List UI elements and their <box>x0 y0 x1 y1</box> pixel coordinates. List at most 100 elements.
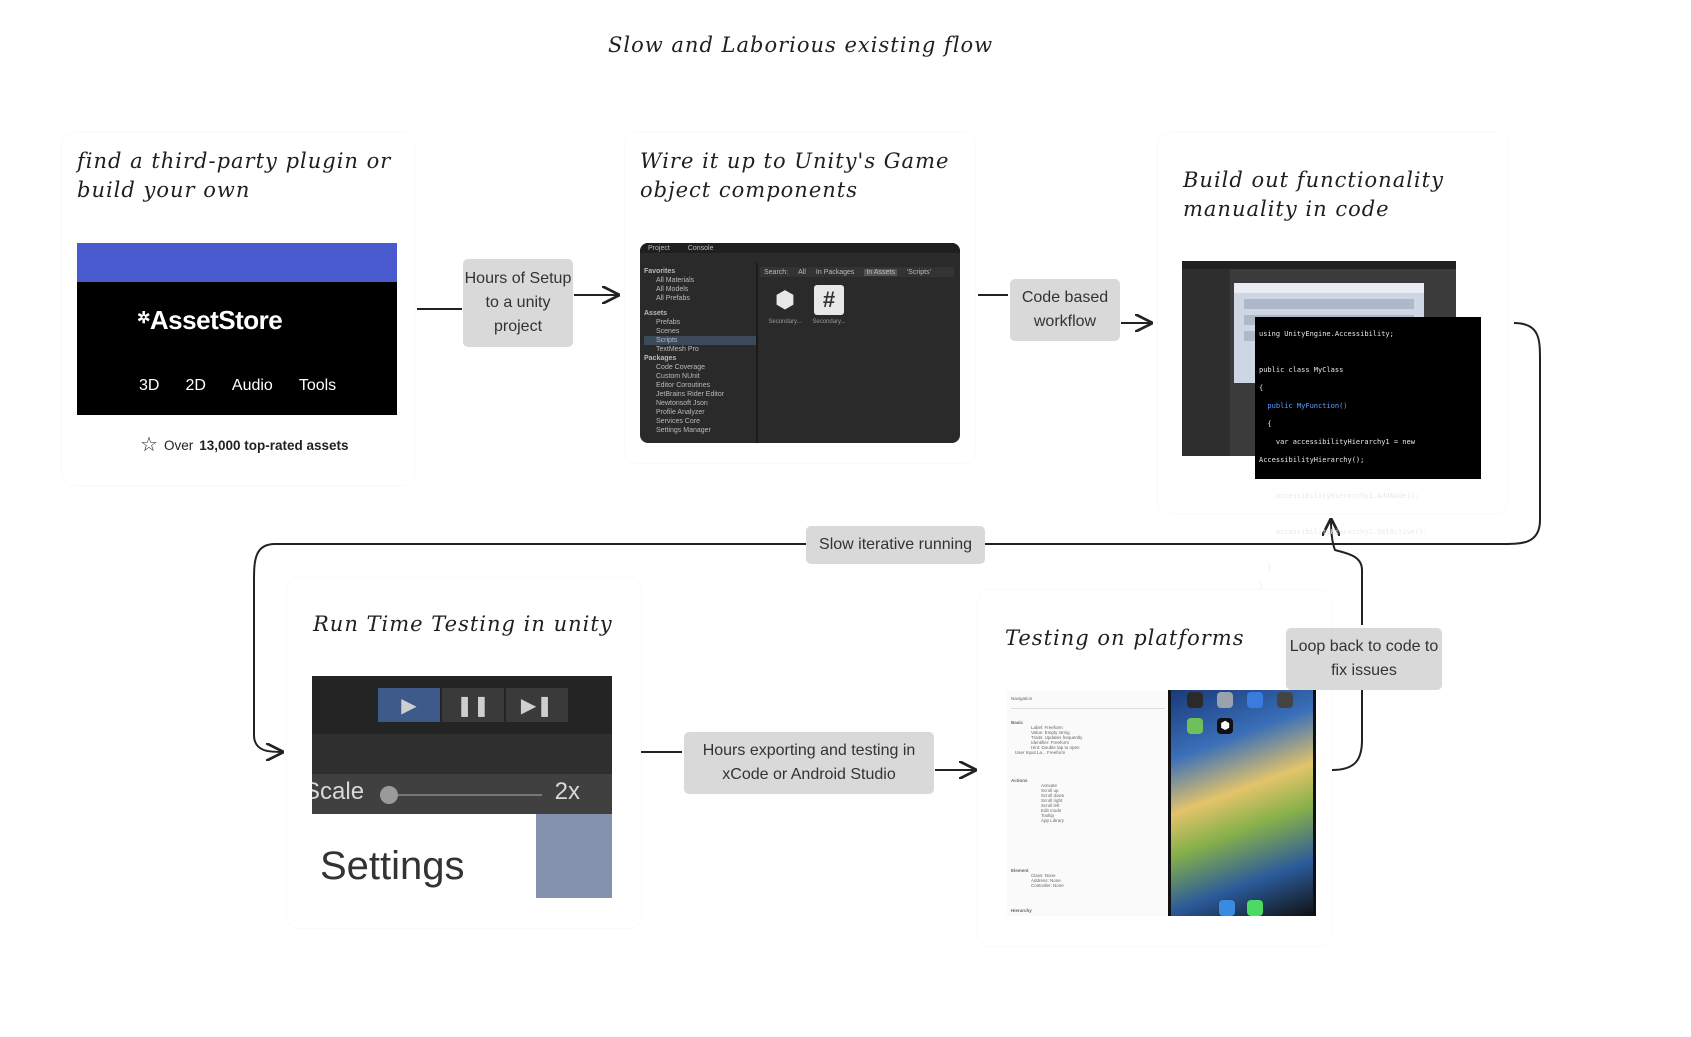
step-icon[interactable]: ▶❚ <box>506 688 568 722</box>
code-text: public MyFunction() <box>1259 402 1348 410</box>
code-line: ​ <box>1259 510 1481 519</box>
section-title: Hierarchy <box>1011 908 1032 913</box>
step-heading-runtime: Run Time Testing in unity <box>313 610 633 639</box>
tree-item[interactable]: Packages <box>644 354 756 363</box>
tree-item[interactable]: Custom NUnit <box>644 372 756 381</box>
play-icon[interactable]: ▶ <box>378 688 440 722</box>
search-scope-all[interactable]: All <box>798 269 806 276</box>
tree-item[interactable]: All Materials <box>644 276 756 285</box>
step-heading-platforms: Testing on platforms <box>1005 624 1265 653</box>
code-line: public class MyClass <box>1259 366 1481 375</box>
accessibility-inspector: Navigation Basic Label: Freeform Value: … <box>1007 690 1169 916</box>
dock-icon[interactable] <box>1219 900 1235 916</box>
code-text: { <box>1259 420 1272 428</box>
inspector-row: User Input La... Freeform <box>1011 750 1082 755</box>
scale-value: 2x <box>555 778 580 806</box>
code-text: } <box>1259 582 1263 590</box>
inspector-row: Controller: None <box>1011 883 1064 888</box>
inspector-row[interactable]: App Library <box>1011 818 1064 823</box>
unity-search-bar[interactable]: Search: All In Packages In Assets 'Scrip… <box>760 267 954 277</box>
connector-code-based: Code based workflow <box>1010 279 1120 341</box>
tab-project[interactable]: Project <box>648 245 670 252</box>
file-item[interactable]: ⬢ Secondary... <box>768 285 802 325</box>
tree-item[interactable]: Prefabs <box>644 318 756 327</box>
code-snippet: using UnityEngine.Accessibility; ​ publi… <box>1255 317 1481 479</box>
code-line: } <box>1259 564 1481 573</box>
tree-item[interactable]: Favorites <box>644 267 756 276</box>
connector-loop-back: Loop back to code to fix issues <box>1286 628 1442 690</box>
category-tools: Tools <box>299 377 336 395</box>
search-scope-scripts[interactable]: 'Scripts' <box>907 269 931 276</box>
unity-logo-icon: ⬢ <box>770 285 800 315</box>
tree-item[interactable]: Profile Analyzer <box>644 408 756 417</box>
panel-divider[interactable] <box>756 263 758 443</box>
connector-hours-exporting: Hours exporting and testing in xCode or … <box>684 732 934 794</box>
app-icon[interactable] <box>1277 692 1293 708</box>
playback-controls: ▶ ❚❚ ▶❚ <box>378 688 568 722</box>
app-icon[interactable] <box>1247 692 1263 708</box>
scale-slider-knob[interactable] <box>380 786 398 804</box>
asset-store-accent-bar <box>77 243 397 282</box>
tree-item[interactable]: Newtonsoft Json <box>644 399 756 408</box>
code-line: { <box>1259 384 1481 393</box>
category-2d: 2D <box>185 377 205 395</box>
unity-folder-tree: Favorites All Materials All Models All P… <box>644 267 756 435</box>
pause-icon[interactable]: ❚❚ <box>442 688 504 722</box>
unity-tabbar: Project Console <box>640 243 960 253</box>
file-label: Secondary... <box>812 319 845 325</box>
unity-file-grid: ⬢ Secondary... # Secondary... <box>768 285 846 325</box>
file-label: Secondary... <box>768 319 801 325</box>
settings-window-title <box>1234 283 1424 293</box>
section-basic: Basic Label: Freeform Value: Empty strin… <box>1011 720 1082 755</box>
app-icon[interactable] <box>1187 692 1203 708</box>
code-line: public MyFunction() <box>1259 402 1481 411</box>
code-text: public class MyClass <box>1259 366 1343 374</box>
step-heading-find: find a third-party plugin or build your … <box>77 147 407 205</box>
code-line: AccessibilityHierarchy(); <box>1259 456 1481 465</box>
hash-icon: # <box>814 285 844 315</box>
code-line: using UnityEngine.Accessibility; <box>1259 330 1481 339</box>
category-audio: Audio <box>232 377 273 395</box>
tree-item[interactable]: Assets <box>644 309 756 318</box>
tab-console[interactable]: Console <box>688 245 714 252</box>
tree-item[interactable]: Code Coverage <box>644 363 756 372</box>
code-text: accessibilityHierarchy1.SetActive(); <box>1259 528 1428 536</box>
settings-row <box>1244 299 1414 309</box>
dock-icon[interactable] <box>1247 900 1263 916</box>
code-line: accessibilityHierarchy1.SetActive(); <box>1259 528 1481 537</box>
settings-side-block <box>536 814 612 898</box>
file-item[interactable]: # Secondary... <box>812 285 846 325</box>
app-icon[interactable] <box>1187 718 1203 734</box>
scale-slider-row: Scale 2x <box>312 774 612 814</box>
code-line: { <box>1259 420 1481 429</box>
tree-item[interactable]: JetBrains Rider Editor <box>644 390 756 399</box>
tree-item[interactable]: TextMesh Pro <box>644 345 756 354</box>
scale-track[interactable] <box>392 794 542 796</box>
inspector-header-row: Navigation <box>1011 696 1165 709</box>
asset-store-banner: ✲AssetStore 3D 2D Audio Tools <box>77 243 397 415</box>
asset-store-caption: ☆ Over 13,000 top-rated assets <box>140 437 349 453</box>
search-scope-assets[interactable]: In Assets <box>864 269 896 276</box>
code-text: var accessibilityHierarchy1 = new <box>1259 438 1415 446</box>
unity-logo-icon: ✲ <box>137 310 150 327</box>
tree-item[interactable]: Scenes <box>644 327 756 336</box>
unity-logo-icon[interactable]: ⬢ <box>1217 718 1233 734</box>
code-line: accessibilityHierarchy1.AddNode(); <box>1259 492 1481 501</box>
caption-count: 13,000 top-rated assets <box>199 438 348 453</box>
tree-item[interactable]: Settings Manager <box>644 426 756 435</box>
tree-item[interactable]: All Models <box>644 285 756 294</box>
code-line: ​ <box>1259 546 1481 555</box>
code-text: using UnityEngine.Accessibility; <box>1259 330 1394 338</box>
editor-hierarchy-panel <box>1182 269 1230 456</box>
asset-store-name: AssetStore <box>150 305 282 335</box>
tree-item[interactable]: Scripts <box>644 336 756 345</box>
tree-item[interactable]: All Prefabs <box>644 294 756 303</box>
section-element: Element Class: None Address: None Contro… <box>1011 868 1064 888</box>
toolbar-spacer <box>312 734 612 774</box>
search-scope-packages[interactable]: In Packages <box>816 269 855 276</box>
tree-item[interactable]: Editor Coroutines <box>644 381 756 390</box>
tree-item[interactable]: Services Core <box>644 417 756 426</box>
app-icon[interactable] <box>1217 692 1233 708</box>
settings-panel: Settings <box>312 814 612 898</box>
settings-heading: Settings <box>320 844 465 889</box>
